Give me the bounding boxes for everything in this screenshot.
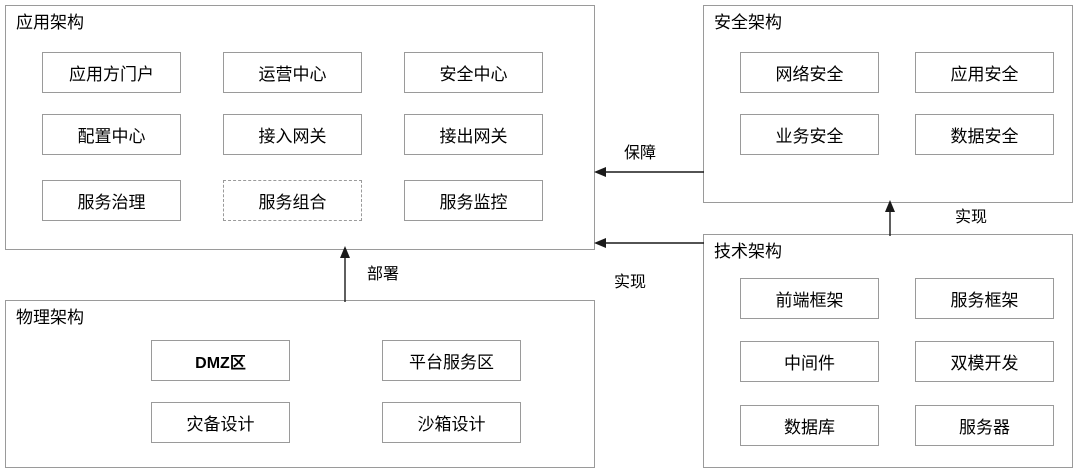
card-service-framework[interactable]: 服务框架 bbox=[915, 278, 1054, 319]
card-server[interactable]: 服务器 bbox=[915, 405, 1054, 446]
card-application-security[interactable]: 应用安全 bbox=[915, 52, 1054, 93]
group-technical-architecture: 技术架构 前端框架 服务框架 中间件 双模开发 数据库 服务器 bbox=[703, 234, 1073, 468]
card-dmz-zone[interactable]: DMZ区 bbox=[151, 340, 290, 381]
edge-label-technical-to-application: 实现 bbox=[614, 274, 647, 291]
edge-label-security-to-application: 保障 bbox=[624, 145, 657, 162]
card-dual-mode-development[interactable]: 双模开发 bbox=[915, 341, 1054, 382]
card-application-portal[interactable]: 应用方门户 bbox=[42, 52, 181, 93]
card-business-security[interactable]: 业务安全 bbox=[740, 114, 879, 155]
group-title-technical: 技术架构 bbox=[714, 242, 782, 261]
group-security-architecture: 安全架构 网络安全 应用安全 业务安全 数据安全 bbox=[703, 5, 1073, 203]
card-security-center[interactable]: 安全中心 bbox=[404, 52, 543, 93]
card-middleware[interactable]: 中间件 bbox=[740, 341, 879, 382]
card-database[interactable]: 数据库 bbox=[740, 405, 879, 446]
card-service-composition[interactable]: 服务组合 bbox=[223, 180, 362, 221]
edge-label-physical-to-application: 部署 bbox=[367, 266, 400, 283]
card-frontend-framework[interactable]: 前端框架 bbox=[740, 278, 879, 319]
card-service-monitoring[interactable]: 服务监控 bbox=[404, 180, 543, 221]
card-operation-center[interactable]: 运营中心 bbox=[223, 52, 362, 93]
card-config-center[interactable]: 配置中心 bbox=[42, 114, 181, 155]
group-physical-architecture: 物理架构 DMZ区 平台服务区 灾备设计 沙箱设计 bbox=[5, 300, 595, 468]
card-data-security[interactable]: 数据安全 bbox=[915, 114, 1054, 155]
group-title-application: 应用架构 bbox=[16, 13, 84, 32]
card-ingress-gateway[interactable]: 接入网关 bbox=[223, 114, 362, 155]
connector-physical-to-application bbox=[340, 246, 350, 302]
connector-security-to-application bbox=[594, 167, 704, 177]
group-title-security: 安全架构 bbox=[714, 13, 782, 32]
connector-technical-to-application bbox=[594, 238, 704, 248]
group-title-physical: 物理架构 bbox=[16, 308, 84, 327]
group-application-architecture: 应用架构 应用方门户 运营中心 安全中心 配置中心 接入网关 接出网关 服务治理… bbox=[5, 5, 595, 250]
card-sandbox-design[interactable]: 沙箱设计 bbox=[382, 402, 521, 443]
card-platform-service-zone[interactable]: 平台服务区 bbox=[382, 340, 521, 381]
card-disaster-recovery-design[interactable]: 灾备设计 bbox=[151, 402, 290, 443]
connector-technical-to-security bbox=[885, 200, 895, 236]
card-service-governance[interactable]: 服务治理 bbox=[42, 180, 181, 221]
card-network-security[interactable]: 网络安全 bbox=[740, 52, 879, 93]
edge-label-technical-to-security: 实现 bbox=[955, 209, 988, 226]
card-egress-gateway[interactable]: 接出网关 bbox=[404, 114, 543, 155]
